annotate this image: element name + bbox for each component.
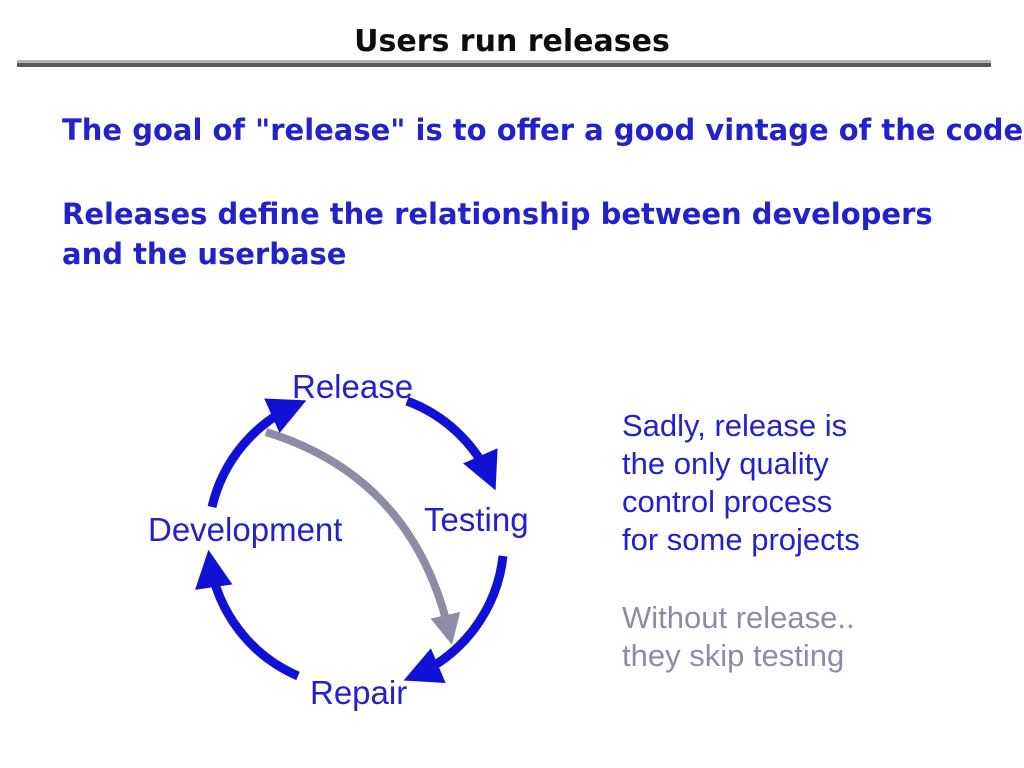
node-release: Release [292, 368, 414, 405]
body-paragraph: Releases define the relationship between… [62, 197, 933, 271]
node-testing: Testing [424, 501, 529, 538]
side-note-primary: Sadly, release is the only quality contr… [622, 408, 860, 557]
arc-testing-to-repair [403, 555, 508, 683]
slide-title: Users run releases [354, 24, 670, 59]
arc-repair-to-development [195, 549, 300, 681]
title-rule-dark [17, 63, 991, 67]
skip-testing-arrow [264, 428, 461, 645]
node-repair: Repair [310, 674, 408, 711]
node-development: Development [148, 511, 343, 548]
arc-development-to-release [207, 398, 307, 509]
side-note-secondary: Without release.. they skip testing [622, 600, 855, 673]
intro-paragraph: The goal of "release" is to offer a good… [62, 113, 1024, 147]
title-rule-light [17, 60, 991, 63]
arc-release-to-testing [405, 396, 498, 491]
